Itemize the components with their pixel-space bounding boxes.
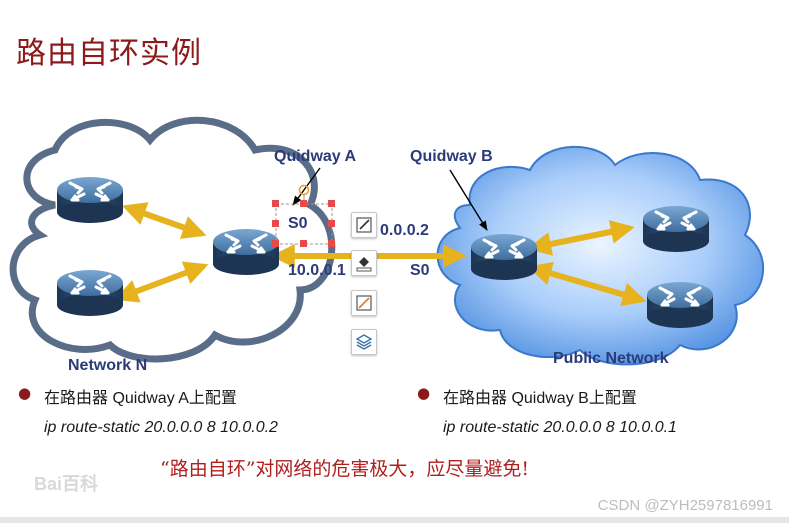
command-a: ip route-static 20.0.0.0 8 10.0.0.2 xyxy=(44,419,278,437)
csdn-watermark: CSDN @ZYH2597816991 xyxy=(598,497,773,514)
label-ip-a: 10.0.0.1 xyxy=(288,262,346,280)
label-network-n: Network N xyxy=(68,357,147,375)
layers-button[interactable] xyxy=(351,329,377,355)
router-left-top xyxy=(57,177,123,223)
router-left-bottom xyxy=(57,270,123,316)
warning-text: “路由自环”对网络的危害极大，应尽量避免! xyxy=(160,455,630,483)
edit-icon xyxy=(355,216,373,234)
bottom-bar xyxy=(0,517,789,523)
command-b: ip route-static 20.0.0.0 8 10.0.0.1 xyxy=(443,419,677,437)
edit-button[interactable] xyxy=(351,212,377,238)
bullet-dot-a: ● xyxy=(18,384,31,402)
router-quidway-b xyxy=(471,234,537,280)
line-color-button[interactable] xyxy=(351,290,377,316)
fill-button[interactable] xyxy=(351,250,377,276)
layers-icon xyxy=(355,333,373,351)
router-quidway-a xyxy=(213,229,279,275)
label-public-network: Public Network xyxy=(553,350,669,368)
router-right-top xyxy=(643,206,709,252)
label-quidway-a: Quidway A xyxy=(274,148,356,166)
label-interface-a: S0 xyxy=(288,215,308,233)
fill-icon xyxy=(355,254,373,272)
baidu-watermark: Bai百科 xyxy=(34,470,98,496)
bullet-text-b: 在路由器 Quidway B上配置 xyxy=(443,384,637,408)
bullet-text-a: 在路由器 Quidway A上配置 xyxy=(44,384,237,408)
label-interface-b: S0 xyxy=(410,262,430,280)
bullet-dot-b: ● xyxy=(417,384,430,402)
router-right-bottom xyxy=(647,282,713,328)
label-quidway-b: Quidway B xyxy=(410,148,493,166)
label-ip-b: 0.0.0.2 xyxy=(380,222,429,240)
line-color-icon xyxy=(355,294,373,312)
